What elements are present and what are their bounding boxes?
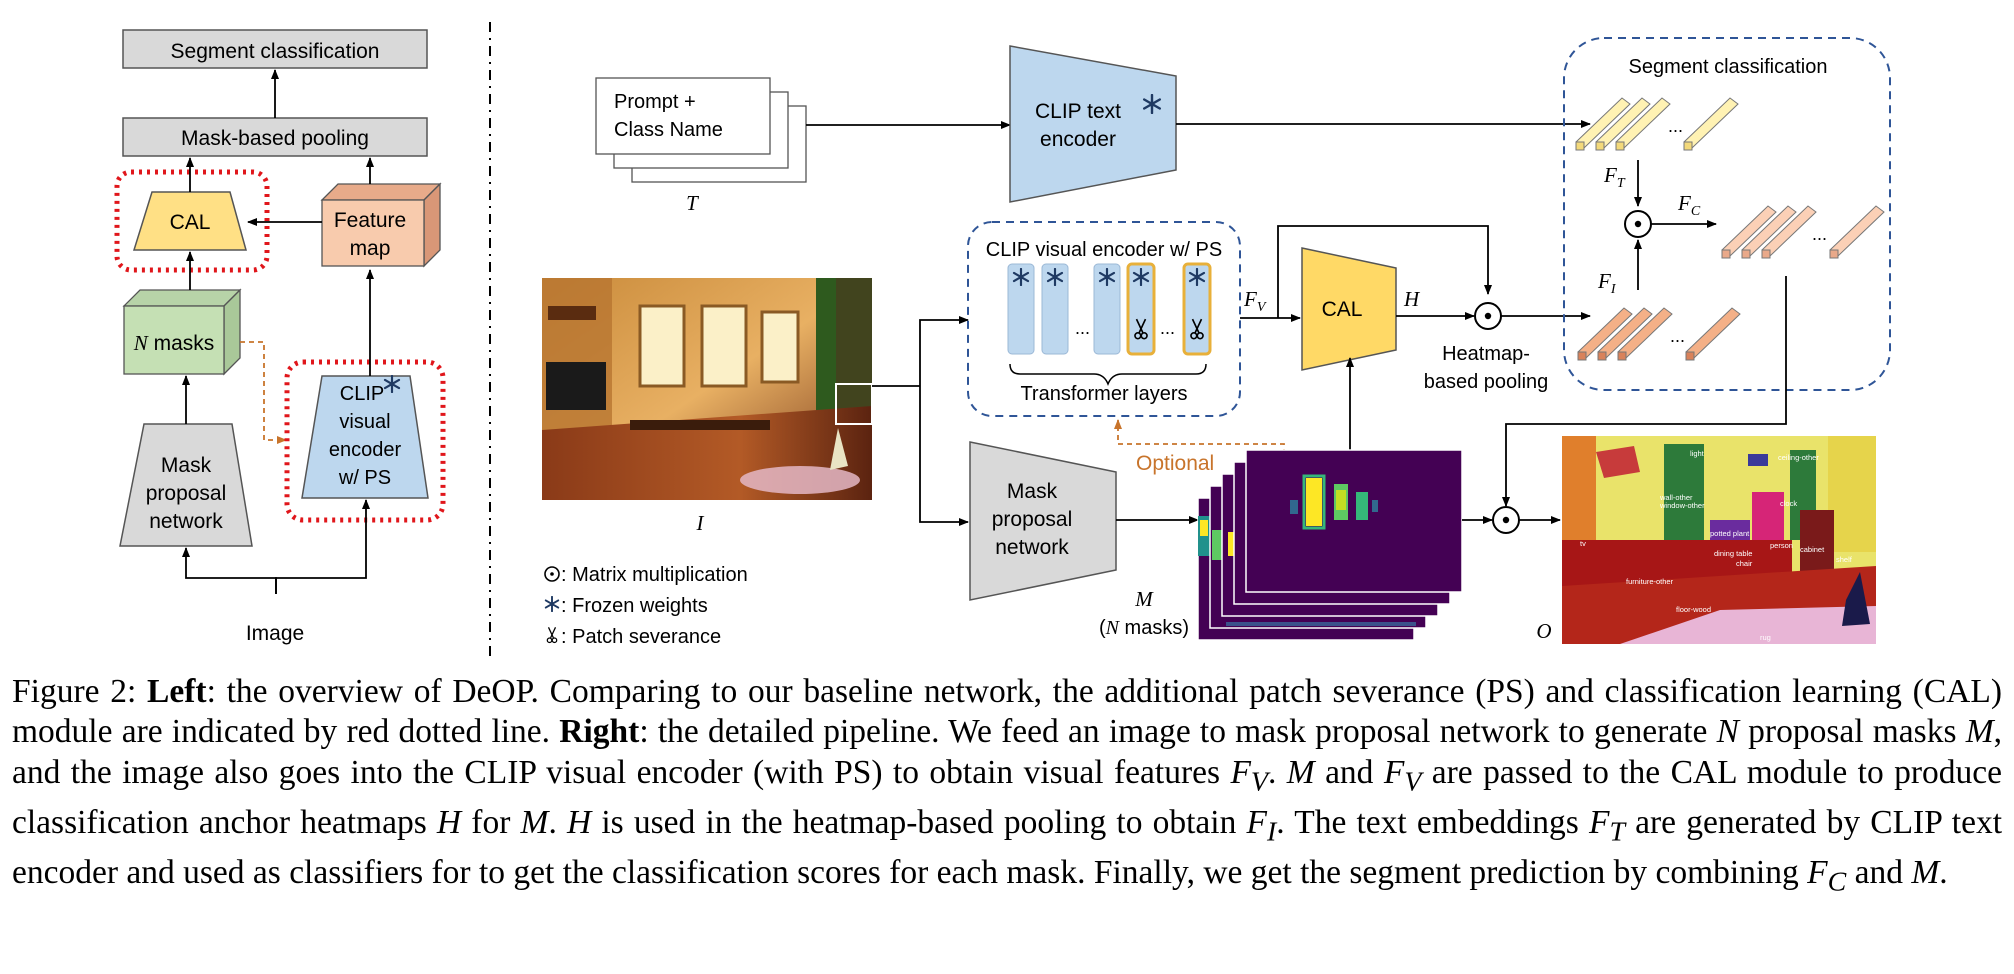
t-label: T <box>686 191 699 215</box>
figure-caption: Figure 2: Left: the overview of DeOP. Co… <box>12 673 2003 898</box>
i-label: I <box>696 511 705 535</box>
left-cal-block <box>132 191 247 251</box>
clip-text-encoder <box>1009 45 1177 203</box>
left-clip-line3: encoder <box>329 439 402 461</box>
seg-label-8: dining table <box>1714 549 1752 558</box>
prompt-line2: Class Name <box>614 119 723 141</box>
layers-ellipsis-1: ... <box>1075 318 1090 338</box>
left-clip-line2: visual <box>339 411 390 433</box>
transformer-layers <box>1007 262 1212 356</box>
deop-diagram: Segment classification Mask-based poolin… <box>114 22 1891 660</box>
left-segment-classification-box <box>122 29 428 69</box>
text-embeddings-ft <box>1575 97 1739 151</box>
left-clip-encoder <box>301 375 429 499</box>
cal-label: CAL <box>1322 298 1363 321</box>
left-feature-map-line2: map <box>350 237 391 260</box>
fc-ellipsis: ... <box>1812 224 1827 244</box>
input-image <box>542 278 873 500</box>
left-optional-dashed-arrow <box>240 341 287 444</box>
seg-class-title: Segment classification <box>1629 56 1828 78</box>
seg-label-14: rug <box>1760 633 1771 642</box>
image-features-fi <box>1577 307 1741 361</box>
right-pipeline: Prompt + Class Name T CLIP text encoder … <box>542 37 1891 648</box>
o-label: O <box>1536 619 1551 643</box>
ft-label: FT <box>1603 163 1626 191</box>
ft-ellipsis: ... <box>1668 116 1683 136</box>
segmentation-labels: light ceiling-other wall-other window-ot… <box>1580 449 1853 642</box>
fc-label: FC <box>1677 191 1701 219</box>
left-clip-highlight <box>284 359 446 523</box>
legend-patch: : Patch severance <box>561 626 721 648</box>
left-segment-classification-label: Segment classification <box>171 40 380 63</box>
seg-label-5: potted plant <box>1710 529 1750 538</box>
clip-visual-title: CLIP visual encoder w/ PS <box>986 239 1222 261</box>
heatmap-line1: Heatmap- <box>1442 343 1530 365</box>
fi-label: FI <box>1597 269 1617 297</box>
seg-label-4: clock <box>1780 499 1797 508</box>
clip-text-line1: CLIP text <box>1035 100 1121 123</box>
left-mask-prop-line3: network <box>149 510 223 533</box>
seg-label-12: furniture-other <box>1626 577 1674 586</box>
seg-label-13: floor-wood <box>1676 605 1711 614</box>
left-n-masks-label: N masks <box>133 331 215 355</box>
left-image-label: Image <box>246 622 304 645</box>
mask-heatmap-front <box>1245 449 1463 593</box>
seg-label-10: shelf <box>1836 555 1853 564</box>
left-n-masks-cube <box>122 288 242 376</box>
n-masks-label: (N masks) <box>1099 617 1189 639</box>
layers-ellipsis-2: ... <box>1160 318 1175 338</box>
left-mask-pooling-box <box>122 117 428 157</box>
h-label: H <box>1403 287 1421 311</box>
clip-text-line2: encoder <box>1040 128 1116 151</box>
frozen-icon <box>544 596 560 612</box>
left-cal-highlight <box>114 169 270 273</box>
left-feature-map-line1: Feature <box>334 209 406 232</box>
legend-frozen: : Frozen weights <box>561 595 708 617</box>
left-mask-pooling-label: Mask-based pooling <box>181 127 369 150</box>
class-scores-fc <box>1721 205 1885 259</box>
heatmap-line2: based pooling <box>1424 371 1549 393</box>
cal-module <box>1301 247 1397 371</box>
mask-prop-line1: Mask <box>1007 480 1058 503</box>
mask-heatmap-stack <box>1197 449 1463 641</box>
left-mask-prop-line2: proposal <box>146 482 227 505</box>
seg-label-11: tv <box>1580 539 1586 548</box>
seg-label-7: cabinet <box>1800 545 1825 554</box>
seg-label-6: person <box>1770 541 1793 550</box>
prompt-line1: Prompt + <box>614 91 696 113</box>
seg-label-2: wall-other <box>1659 493 1693 502</box>
seg-label-1: ceiling-other <box>1778 453 1819 462</box>
segmentation-output <box>1562 436 1876 644</box>
left-clip-line4: w/ PS <box>338 467 391 489</box>
fv-label: FV <box>1243 287 1267 315</box>
left-mask-proposal-network <box>119 423 253 547</box>
optional-label: Optional <box>1136 452 1214 475</box>
transformer-layers-label: Transformer layers <box>1020 383 1187 405</box>
clip-visual-encoder-container <box>967 221 1241 417</box>
seg-label-9: chair <box>1736 559 1753 568</box>
seg-label-3: window-other <box>1659 501 1705 510</box>
left-feature-map-cube <box>320 182 442 268</box>
mask-prop-line2: proposal <box>992 508 1073 531</box>
legend-matrix: : Matrix multiplication <box>561 564 748 586</box>
scissor-icon <box>546 626 558 644</box>
left-clip-line1: CLIP <box>340 383 384 405</box>
legend: : Matrix multiplication : Frozen weights… <box>544 564 748 648</box>
prompt-card <box>595 77 771 155</box>
mask-prop-line3: network <box>995 536 1069 559</box>
fi-ellipsis: ... <box>1670 326 1685 346</box>
left-mask-prop-line1: Mask <box>161 454 212 477</box>
m-label: M <box>1134 587 1154 611</box>
mask-proposal-network <box>969 441 1117 601</box>
left-overview: Segment classification Mask-based poolin… <box>114 29 446 645</box>
seg-label-0: light <box>1690 449 1705 458</box>
left-cal-label: CAL <box>170 211 211 234</box>
